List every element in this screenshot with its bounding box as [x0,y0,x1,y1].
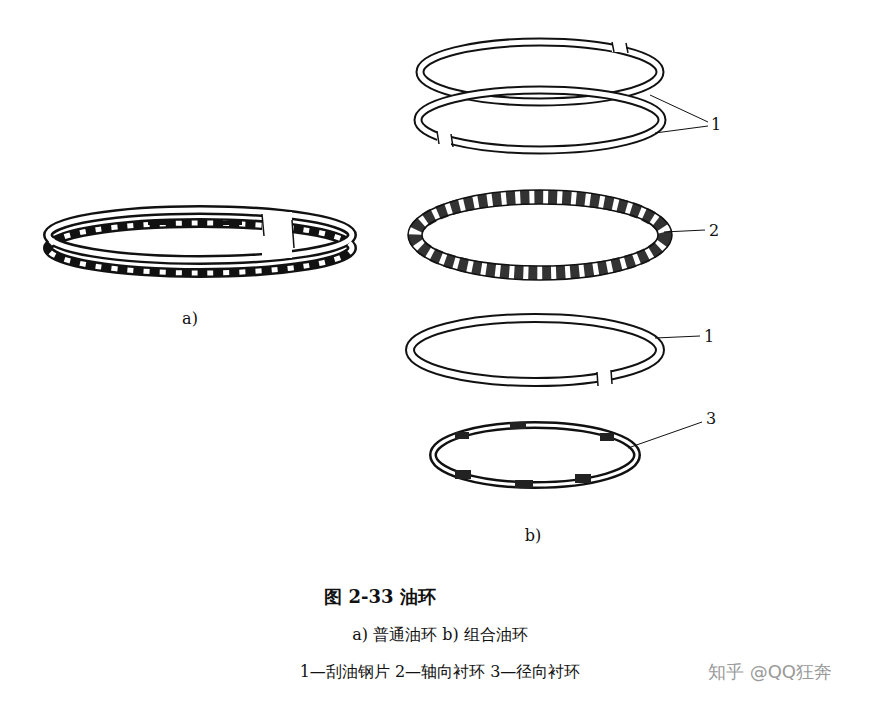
caption-line: a) 普通油环 b) 组合油环 [352,625,528,646]
callout-number: 3 [706,409,716,428]
subfigure-label: a) [182,309,198,328]
watermark: 知乎 @QQ狂奔 [708,660,832,684]
scraper-ring [418,90,662,150]
axial-expander [408,190,672,280]
scraper-ring [410,318,660,388]
subfigure-label: b) [525,526,541,545]
ordinary-oil-ring [48,210,352,273]
figure-caption: 图 2-33 油环 [324,585,436,609]
callout-number: 2 [709,221,719,240]
caption-legend: 1—刮油钢片 2—轴向衬环 3—径向衬环 [300,662,581,683]
callout-number: 1 [704,327,714,346]
radial-expander [433,422,637,488]
callout-number: 1 [711,115,721,134]
